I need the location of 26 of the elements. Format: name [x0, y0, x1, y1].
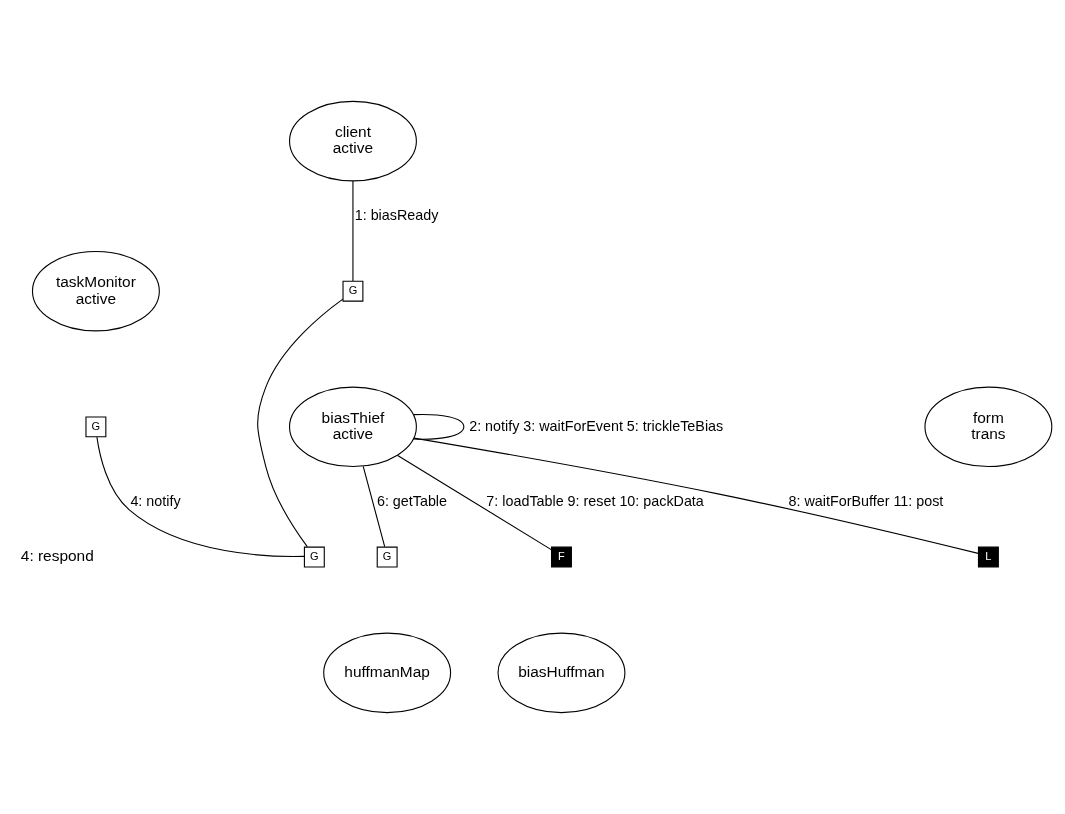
node-ellipse: form trans	[924, 386, 1053, 468]
node-box: G	[376, 546, 398, 568]
node-ellipse: biasThief active	[288, 386, 417, 468]
node-ellipse: biasHuffman	[497, 632, 626, 714]
connector	[397, 454, 552, 551]
node-ellipse: huffmanMap	[323, 632, 452, 714]
edge-label: 2: notify 3: waitForEvent 5: trickleTeBias	[469, 417, 724, 434]
node-box: G	[342, 280, 364, 302]
edge-label: 6: getTable	[376, 492, 448, 509]
connector	[413, 437, 979, 554]
connector	[96, 436, 305, 558]
edge-label: 7: loadTable 9: reset 10: packData	[486, 492, 704, 509]
label: 4: respond	[20, 547, 94, 565]
node-box: G	[303, 546, 325, 568]
connector	[362, 465, 386, 548]
node-ellipse: taskMonitor active	[31, 250, 160, 332]
connector	[412, 413, 465, 440]
node-box: G	[85, 416, 107, 438]
node-box: L	[977, 546, 999, 568]
connector	[352, 180, 354, 282]
edge-label: 1: biasReady	[354, 206, 439, 223]
node-ellipse: client active	[288, 100, 417, 182]
node-box: F	[551, 546, 572, 568]
connector	[257, 298, 344, 548]
edge-label: 8: waitForBuffer 11: post	[788, 492, 944, 509]
edge-label: 4: notify	[130, 492, 181, 509]
